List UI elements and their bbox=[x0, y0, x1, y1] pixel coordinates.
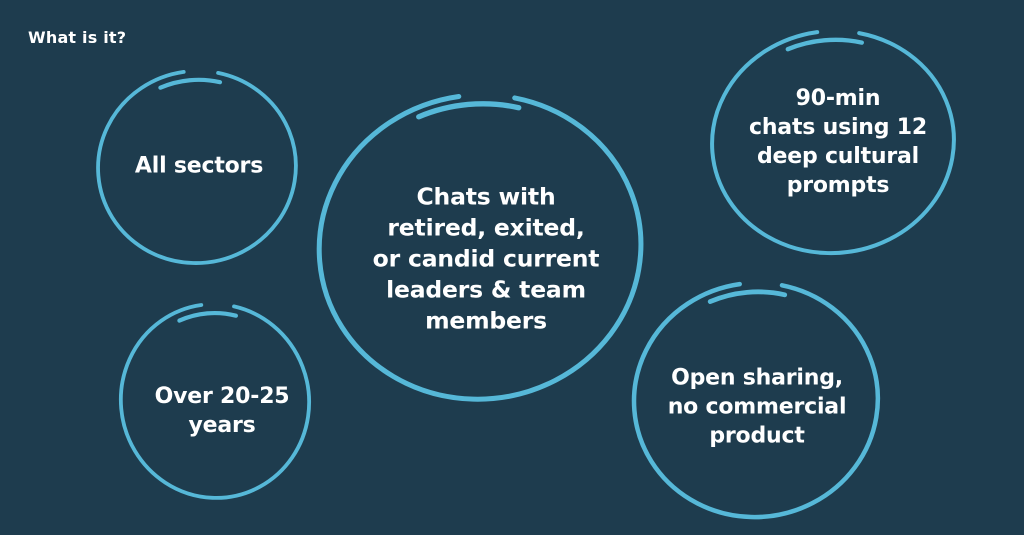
page-title: What is it? bbox=[28, 28, 127, 47]
pen-start-dash bbox=[158, 77, 223, 90]
bubble-label-chats: Chats with retired, exited, or candid cu… bbox=[372, 182, 600, 335]
hand-drawn-circle bbox=[631, 281, 881, 520]
pen-start-dash bbox=[707, 289, 788, 304]
hand-drawn-circle bbox=[96, 70, 298, 265]
circle-90min bbox=[710, 30, 956, 256]
circle-years bbox=[118, 303, 311, 500]
circle-all-sectors bbox=[96, 70, 298, 265]
circle-chats bbox=[316, 94, 644, 402]
hand-drawn-circle bbox=[710, 30, 956, 256]
hand-drawn-circle bbox=[316, 94, 644, 402]
bubble-label-open-sharing: Open sharing, no commercial product bbox=[667, 365, 847, 449]
pen-start-dash bbox=[785, 37, 864, 52]
bubble-label-all-sectors: All sectors bbox=[134, 153, 264, 179]
bubble-label-90min: 90-min chats using 12 deep cultural prom… bbox=[748, 85, 928, 199]
hand-drawn-circle bbox=[118, 303, 311, 500]
pen-start-dash bbox=[177, 310, 238, 323]
pen-start-dash bbox=[416, 101, 522, 120]
circle-open-sharing bbox=[631, 281, 881, 520]
bubble-label-years: Over 20-25 years bbox=[154, 383, 290, 438]
